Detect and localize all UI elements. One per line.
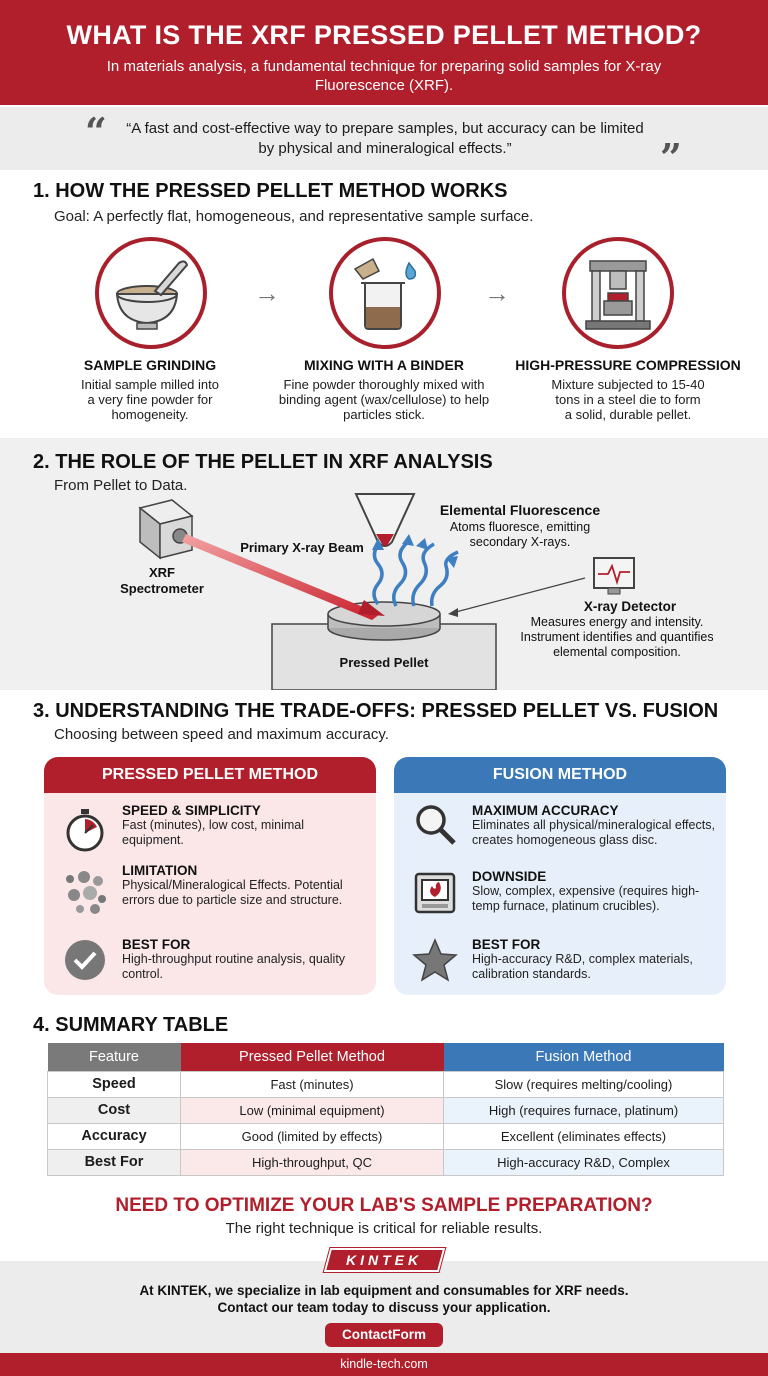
table-row: Speed Fast (minutes) Slow (requires melt… xyxy=(47,1070,724,1098)
header-banner: WHAT IS THE XRF PRESSED PELLET METHOD? I… xyxy=(0,0,768,105)
table-row: Cost Low (minimal equipment) High (requi… xyxy=(47,1096,724,1124)
xrf-diagram xyxy=(138,493,635,690)
table-header-cell: Feature xyxy=(47,1043,181,1071)
star-icon xyxy=(412,938,458,982)
item-text: Eliminates all physical/mineralogical ef… xyxy=(472,818,715,847)
fusion-item-downside: DOWNSIDE Slow, complex, expensive (requi… xyxy=(472,869,717,914)
step-text: Mixture subjected to 15-40 tons in a ste… xyxy=(551,377,705,422)
contact-form-button[interactable]: ContactForm xyxy=(325,1323,443,1347)
card-title: FUSION METHOD xyxy=(394,757,726,793)
item-title: SPEED & SIMPLICITY xyxy=(122,803,261,818)
beaker-mixing-icon xyxy=(329,237,441,349)
magnifier-icon xyxy=(416,805,456,845)
spectrometer-label: XRF Spectrometer xyxy=(120,565,204,596)
pellet-item-limitation: LIMITATION Physical/Mineralogical Effect… xyxy=(122,863,367,908)
arrow-right-icon: → xyxy=(254,278,280,308)
page-title: WHAT IS THE XRF PRESSED PELLET METHOD? xyxy=(66,20,702,50)
item-text: Physical/Mineralogical Effects. Potentia… xyxy=(122,878,343,907)
fluorescence-waves-icon xyxy=(372,540,459,607)
fluorescence-text: Atoms fluoresce, emitting secondary X-ra… xyxy=(449,520,591,549)
item-title: MAXIMUM ACCURACY xyxy=(472,803,619,818)
table-cell: Cost xyxy=(47,1096,181,1124)
beam-label: Primary X-ray Beam xyxy=(240,540,364,555)
step-title: SAMPLE GRINDING xyxy=(83,357,217,373)
footer-line1: At KINTEK, we specialize in lab equipmen… xyxy=(139,1283,629,1298)
quote-text: “A fast and cost-effective way to prepar… xyxy=(126,120,644,157)
table-header-cell: Fusion Method xyxy=(443,1043,724,1071)
table-cell: High (requires furnace, platinum) xyxy=(443,1096,724,1124)
mortar-pestle-icon xyxy=(95,237,207,349)
close-quote-icon: ” xyxy=(660,135,682,180)
step-high-pressure: HIGH-PRESSURE COMPRESSION Mixture subjec… xyxy=(508,357,748,422)
item-text: Slow, complex, expensive (requires high-… xyxy=(472,884,700,913)
table-row: Best For High-throughput, QC High-accura… xyxy=(47,1148,724,1176)
table-cell: Speed xyxy=(47,1070,181,1098)
table-header-cell: Pressed Pellet Method xyxy=(180,1043,444,1071)
section2-title: 2. THE ROLE OF THE PELLET IN XRF ANALYSI… xyxy=(33,451,493,473)
step-text: Initial sample milled into a very fine p… xyxy=(80,377,219,422)
table-cell: Accuracy xyxy=(47,1122,181,1150)
quote-box: “ “A fast and cost-effective way to prep… xyxy=(0,107,768,180)
checkmark-icon xyxy=(65,940,105,980)
fluorescence-label: Elemental Fluorescence xyxy=(439,502,601,518)
item-title: BEST FOR xyxy=(472,937,541,952)
url-text[interactable]: kindle-tech.com xyxy=(340,1357,428,1371)
hydraulic-press-icon xyxy=(562,237,674,349)
fusion-method-card: FUSION METHOD MAXIMUM ACCURACY Eliminate… xyxy=(394,757,726,995)
table-cell: Slow (requires melting/cooling) xyxy=(443,1070,724,1098)
particles-icon xyxy=(66,871,106,914)
arrow-right-icon: → xyxy=(484,278,510,308)
logo-text: KINTEK xyxy=(346,1252,423,1268)
table-cell: High-throughput, QC xyxy=(180,1148,444,1176)
furnace-icon xyxy=(414,872,456,914)
primary-beam xyxy=(182,534,380,620)
footer-url[interactable]: kindle-tech.com xyxy=(0,1353,768,1376)
item-text: High-throughput routine analysis, qualit… xyxy=(122,952,346,981)
item-title: DOWNSIDE xyxy=(472,869,547,884)
section1-goal: Goal: A perfectly flat, homogeneous, and… xyxy=(54,208,534,225)
table-cell: Good (limited by effects) xyxy=(180,1122,444,1150)
open-quote-icon: “ xyxy=(85,109,107,154)
fusion-item-accuracy: MAXIMUM ACCURACY Eliminates all physical… xyxy=(472,803,717,848)
table-row: Accuracy Good (limited by effects) Excel… xyxy=(47,1122,724,1150)
item-text: High-accuracy R&D, complex materials, ca… xyxy=(472,952,693,981)
page-subtitle: In materials analysis, a fundamental tec… xyxy=(106,58,662,94)
pellet-item-speed: SPEED & SIMPLICITY Fast (minutes), low c… xyxy=(122,803,367,848)
step-sample-grinding: SAMPLE GRINDING Initial sample milled in… xyxy=(40,357,260,422)
table-cell: Best For xyxy=(47,1148,181,1176)
step-title: HIGH-PRESSURE COMPRESSION xyxy=(515,357,741,373)
section3-title: 3. UNDERSTANDING THE TRADE-OFFS: PRESSED… xyxy=(33,700,719,722)
section2-subtitle: From Pellet to Data. xyxy=(54,477,188,494)
detector-monitor-icon xyxy=(593,557,635,595)
cta-subtitle: The right technique is critical for reli… xyxy=(225,1220,543,1237)
step-mixing-binder: MIXING WITH A BINDER Fine powder thoroug… xyxy=(274,357,494,422)
item-title: LIMITATION xyxy=(122,863,198,878)
stopwatch-icon xyxy=(66,809,104,852)
table-header-row: Feature Pressed Pellet Method Fusion Met… xyxy=(47,1043,724,1071)
table-cell: High-accuracy R&D, Complex xyxy=(443,1148,724,1176)
step-title: MIXING WITH A BINDER xyxy=(304,357,464,373)
table-cell: Fast (minutes) xyxy=(180,1070,444,1098)
section4-title: 4. SUMMARY TABLE xyxy=(33,1014,229,1036)
summary-table: Feature Pressed Pellet Method Fusion Met… xyxy=(47,1043,724,1176)
cta-title: NEED TO OPTIMIZE YOUR LAB'S SAMPLE PREPA… xyxy=(115,1195,653,1216)
footer-line2: Contact our team today to discuss your a… xyxy=(217,1300,551,1315)
pellet-item-best-for: BEST FOR High-throughput routine analysi… xyxy=(122,937,367,982)
table-cell: Excellent (eliminates effects) xyxy=(443,1122,724,1150)
item-text: Fast (minutes), low cost, minimal equipm… xyxy=(122,818,304,847)
pellet-method-card: PRESSED PELLET METHOD SPEED & SIMPLICITY… xyxy=(44,757,376,995)
item-title: BEST FOR xyxy=(122,937,191,952)
section1-title: 1. HOW THE PRESSED PELLET METHOD WORKS xyxy=(33,180,508,202)
kintek-logo: KINTEK xyxy=(322,1247,447,1273)
fusion-item-best-for: BEST FOR High-accuracy R&D, complex mate… xyxy=(472,937,717,982)
table-cell: Low (minimal equipment) xyxy=(180,1096,444,1124)
step-text: Fine powder thoroughly mixed with bindin… xyxy=(278,377,490,422)
section3-subtitle: Choosing between speed and maximum accur… xyxy=(54,726,389,743)
detector-text: Measures energy and intensity. Instrumen… xyxy=(520,615,714,659)
pellet-label: Pressed Pellet xyxy=(339,655,429,670)
detector-label: X-ray Detector xyxy=(583,599,677,614)
card-title: PRESSED PELLET METHOD xyxy=(44,757,376,793)
spectrometer-icon xyxy=(138,499,194,560)
